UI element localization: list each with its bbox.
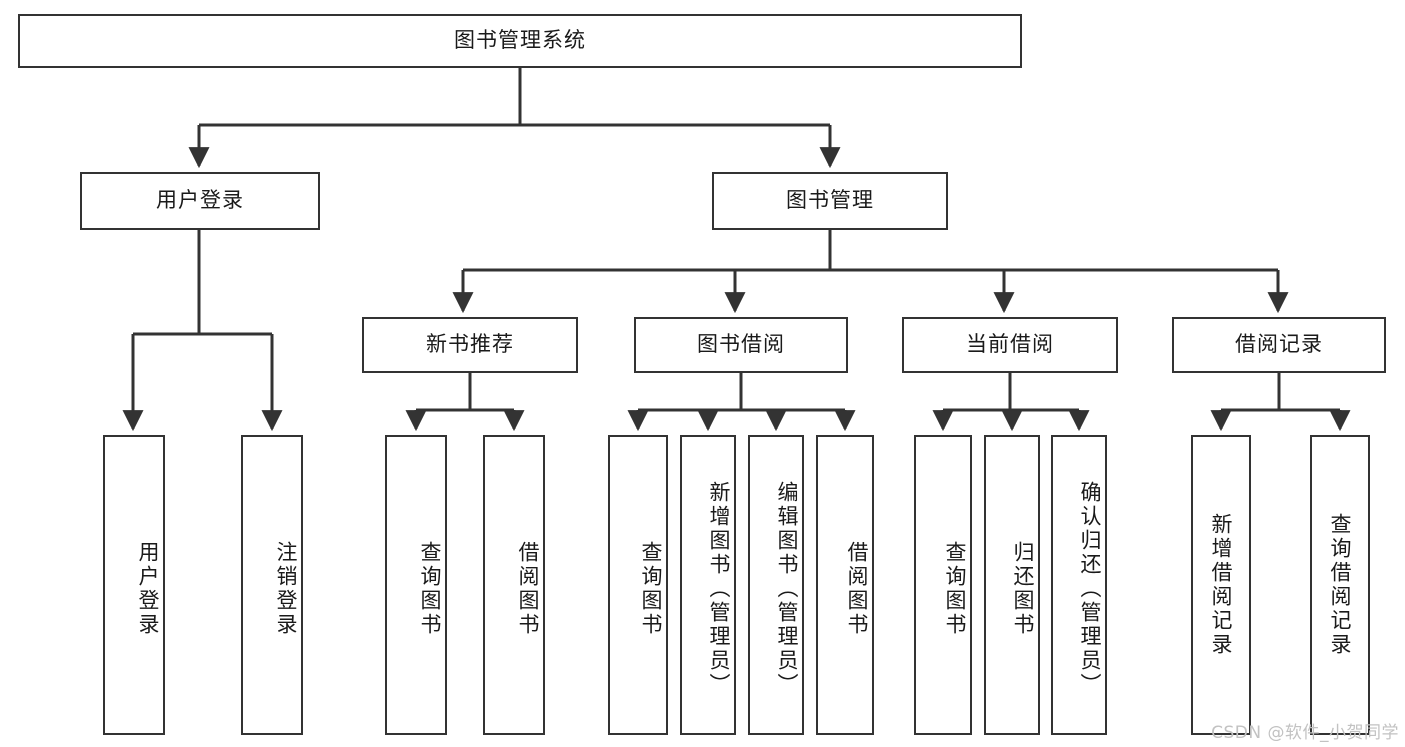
- leaf-user-login-label: 用户登录: [136, 541, 160, 637]
- node-borrow-records[interactable]: 借阅记录: [1172, 317, 1386, 373]
- leaf-logout[interactable]: 注销登录: [241, 435, 303, 735]
- leaf-query-book-borrow[interactable]: 查询图书: [608, 435, 668, 735]
- leaf-query-book-rec[interactable]: 查询图书: [385, 435, 447, 735]
- node-current-borrow[interactable]: 当前借阅: [902, 317, 1118, 373]
- node-current-borrow-label: 当前借阅: [966, 332, 1054, 357]
- leaf-borrow-book-label: 借阅图书: [845, 541, 869, 637]
- leaf-add-book-label: 新增图书（管理员）: [707, 481, 731, 697]
- node-book-borrow[interactable]: 图书借阅: [634, 317, 848, 373]
- leaf-query-record[interactable]: 查询借阅记录: [1310, 435, 1370, 735]
- leaf-add-record[interactable]: 新增借阅记录: [1191, 435, 1251, 735]
- node-book-borrow-label: 图书借阅: [697, 332, 785, 357]
- watermark: CSDN @软件_小贺同学: [1211, 723, 1399, 743]
- leaf-edit-book-label: 编辑图书（管理员）: [775, 481, 799, 697]
- leaf-add-record-label: 新增借阅记录: [1209, 513, 1233, 657]
- node-root-label: 图书管理系统: [454, 28, 586, 53]
- node-new-book-recommend-label: 新书推荐: [426, 332, 514, 357]
- node-user-login-label: 用户登录: [156, 188, 244, 213]
- leaf-confirm-return-label: 确认归还（管理员）: [1078, 481, 1102, 697]
- node-user-login[interactable]: 用户登录: [80, 172, 320, 230]
- leaf-query-book-borrow-label: 查询图书: [639, 541, 663, 637]
- node-new-book-recommend[interactable]: 新书推荐: [362, 317, 578, 373]
- leaf-query-book-cur[interactable]: 查询图书: [914, 435, 972, 735]
- node-root[interactable]: 图书管理系统: [18, 14, 1022, 68]
- leaf-user-login[interactable]: 用户登录: [103, 435, 165, 735]
- leaf-add-book[interactable]: 新增图书（管理员）: [680, 435, 736, 735]
- leaf-borrow-book-rec-label: 借阅图书: [516, 541, 540, 637]
- leaf-return-book-label: 归还图书: [1011, 541, 1035, 637]
- leaf-query-book-cur-label: 查询图书: [943, 541, 967, 637]
- leaf-return-book[interactable]: 归还图书: [984, 435, 1040, 735]
- node-book-manage-label: 图书管理: [786, 188, 874, 213]
- node-book-manage[interactable]: 图书管理: [712, 172, 948, 230]
- leaf-borrow-book-rec[interactable]: 借阅图书: [483, 435, 545, 735]
- leaf-logout-label: 注销登录: [274, 541, 298, 637]
- leaf-query-record-label: 查询借阅记录: [1328, 513, 1352, 657]
- node-borrow-records-label: 借阅记录: [1235, 332, 1323, 357]
- leaf-edit-book[interactable]: 编辑图书（管理员）: [748, 435, 804, 735]
- leaf-borrow-book[interactable]: 借阅图书: [816, 435, 874, 735]
- leaf-confirm-return[interactable]: 确认归还（管理员）: [1051, 435, 1107, 735]
- leaf-query-book-rec-label: 查询图书: [418, 541, 442, 637]
